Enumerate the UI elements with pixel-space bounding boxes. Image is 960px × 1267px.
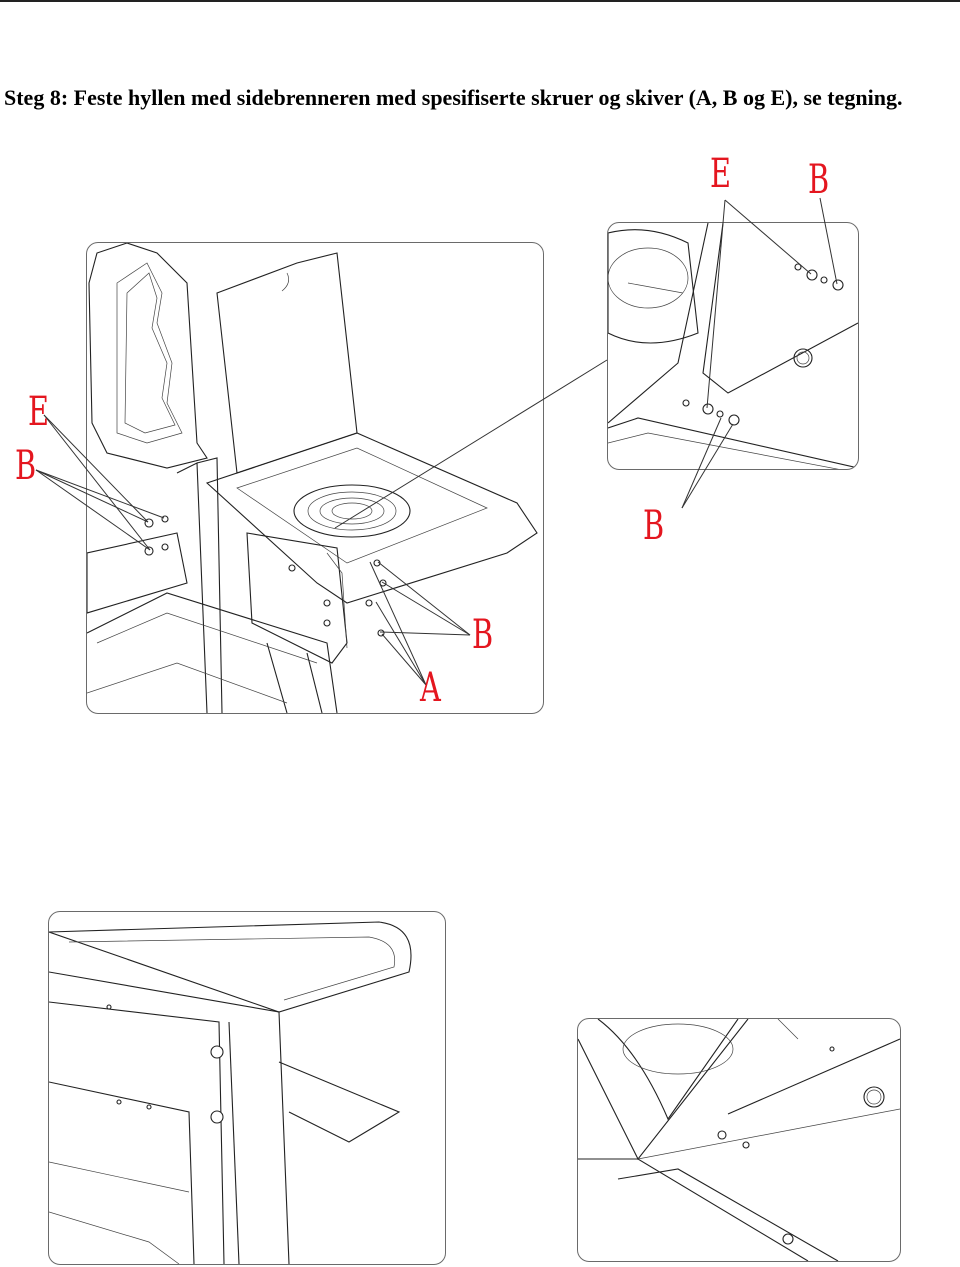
detail-bottom-left-illustration <box>48 911 446 1265</box>
callout-e-detail: E <box>710 151 732 197</box>
detail-top-right-drawing <box>608 223 858 469</box>
callout-b-detail-top: B <box>808 157 830 203</box>
callout-b-shelf: B <box>472 612 494 658</box>
detail-bottom-right-drawing <box>578 1019 900 1261</box>
step-heading: Steg 8: Feste hyllen med sidebrenneren m… <box>4 85 903 110</box>
callout-b-main: B <box>15 443 37 489</box>
detail-top-right-illustration <box>607 222 859 470</box>
top-rule <box>0 0 960 2</box>
callout-e-main: E <box>28 389 50 435</box>
detail-bottom-right-illustration <box>577 1018 901 1262</box>
callout-a: A <box>420 665 441 711</box>
detail-bottom-left-drawing <box>49 921 412 1264</box>
callout-b-detail-bottom: B <box>643 503 665 549</box>
